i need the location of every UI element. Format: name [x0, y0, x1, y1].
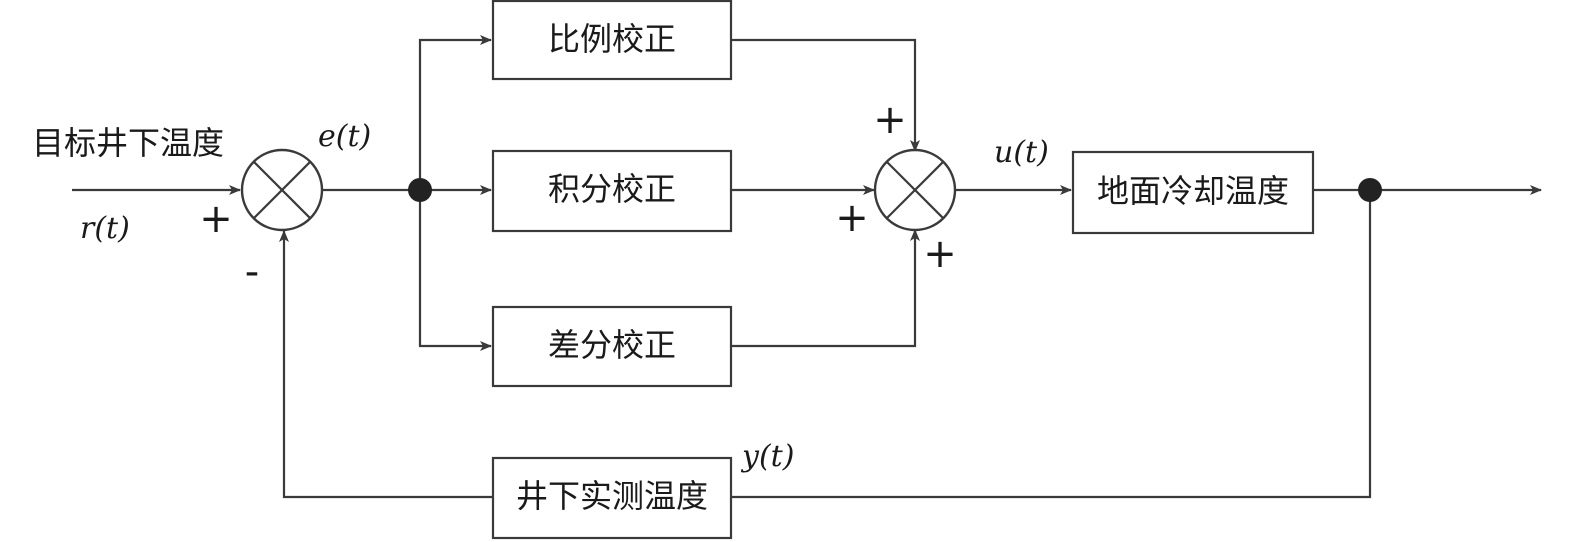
plant-block: 地面冷却温度 [1071, 150, 1315, 235]
summing-junction-2 [873, 148, 957, 232]
input-name-label: 目标井下温度 [32, 124, 224, 162]
branch-to-derivative-wire [418, 190, 492, 351]
sum1-feedback-sign: - [245, 249, 259, 295]
branch-point-dot [408, 178, 432, 202]
feedback-return-wire [279, 230, 493, 499]
sum1-input-sign: + [199, 196, 233, 242]
derivative-out-wire [731, 229, 920, 348]
plant-label: 地面冷却温度 [1097, 172, 1289, 210]
derivative-block: 差分校正 [491, 305, 733, 388]
input-signal-label: r(t) [80, 211, 130, 246]
proportional-out-wire [731, 38, 920, 152]
feedback-wire [731, 190, 1372, 499]
control-signal-label: u(t) [994, 135, 1049, 170]
integral-block: 积分校正 [491, 149, 733, 233]
integral-label: 积分校正 [548, 170, 676, 208]
output-signal-label: y(t) [740, 439, 794, 474]
derivative-label: 差分校正 [548, 326, 676, 364]
summing-junction-1 [240, 148, 324, 232]
error-signal-label: e(t) [318, 119, 371, 154]
sensor-block: 井下实测温度 [491, 456, 733, 540]
sensor-label: 井下实测温度 [516, 477, 708, 515]
proportional-block: 比例校正 [491, 0, 733, 81]
branch-to-proportional-wire [418, 35, 492, 190]
sum2-left-sign: + [835, 195, 869, 241]
output-pickoff-dot [1358, 178, 1382, 202]
sum2-bottom-sign: + [923, 231, 957, 277]
sum2-top-sign: + [873, 97, 907, 143]
proportional-label: 比例校正 [548, 20, 676, 58]
